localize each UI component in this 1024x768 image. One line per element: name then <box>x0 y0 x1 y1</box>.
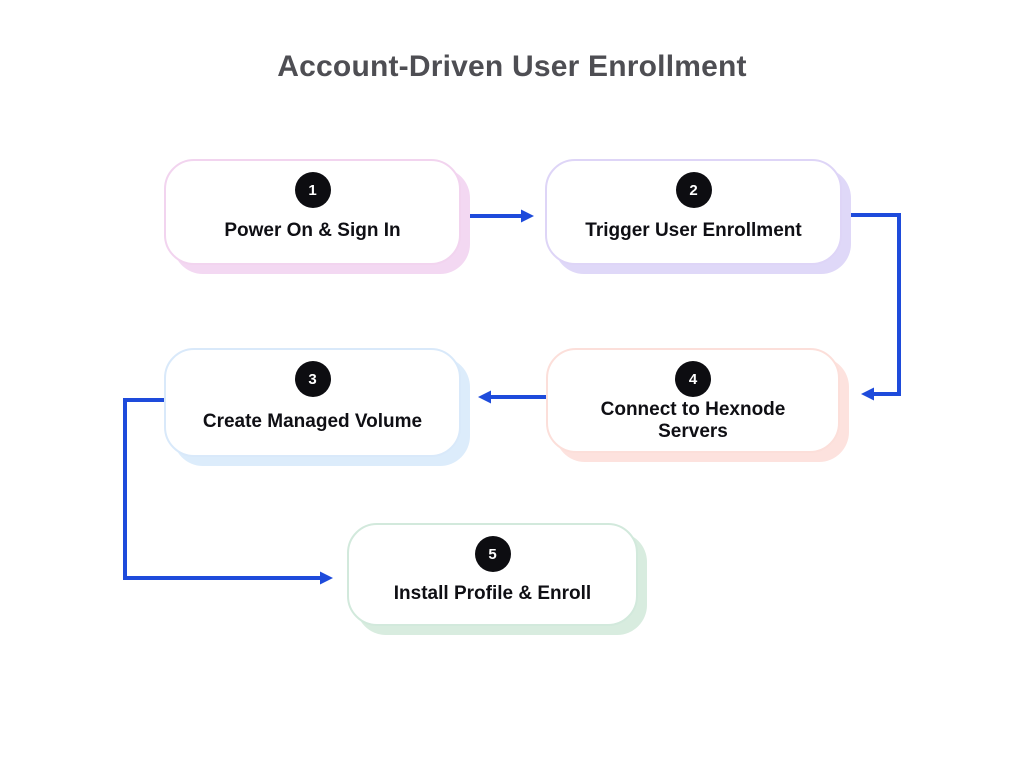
step-number-badge: 3 <box>294 361 331 397</box>
page-title: Account-Driven User Enrollment <box>277 50 747 83</box>
step-card-install-profile-enroll: 5 Install Profile & Enroll <box>347 523 638 626</box>
arrow-step4-to-step3 <box>478 390 547 404</box>
step-label: Connect to Hexnode Servers <box>600 399 786 443</box>
step-number-badge: 5 <box>474 536 511 572</box>
step-card-create-managed-volume: 3 Create Managed Volume <box>164 348 461 457</box>
step-card-connect-to-hexnode-servers: 4 Connect to Hexnode Servers <box>546 348 840 453</box>
step-card-trigger-user-enrollment: 2 Trigger User Enrollment <box>545 159 842 265</box>
step-label: Install Profile & Enroll <box>393 582 592 604</box>
step-number-badge: 1 <box>294 172 331 208</box>
step-label: Trigger User Enrollment <box>585 220 802 242</box>
arrow-step1-to-step2 <box>466 209 534 223</box>
step-label: Power On & Sign In <box>224 220 401 242</box>
step-number-badge: 4 <box>675 361 711 397</box>
step-label: Create Managed Volume <box>202 410 423 432</box>
arrow-step2-to-step4 <box>845 213 901 401</box>
step-card-power-on-sign-in: 1 Power On & Sign In <box>164 159 461 265</box>
step-number-badge: 2 <box>675 172 712 208</box>
